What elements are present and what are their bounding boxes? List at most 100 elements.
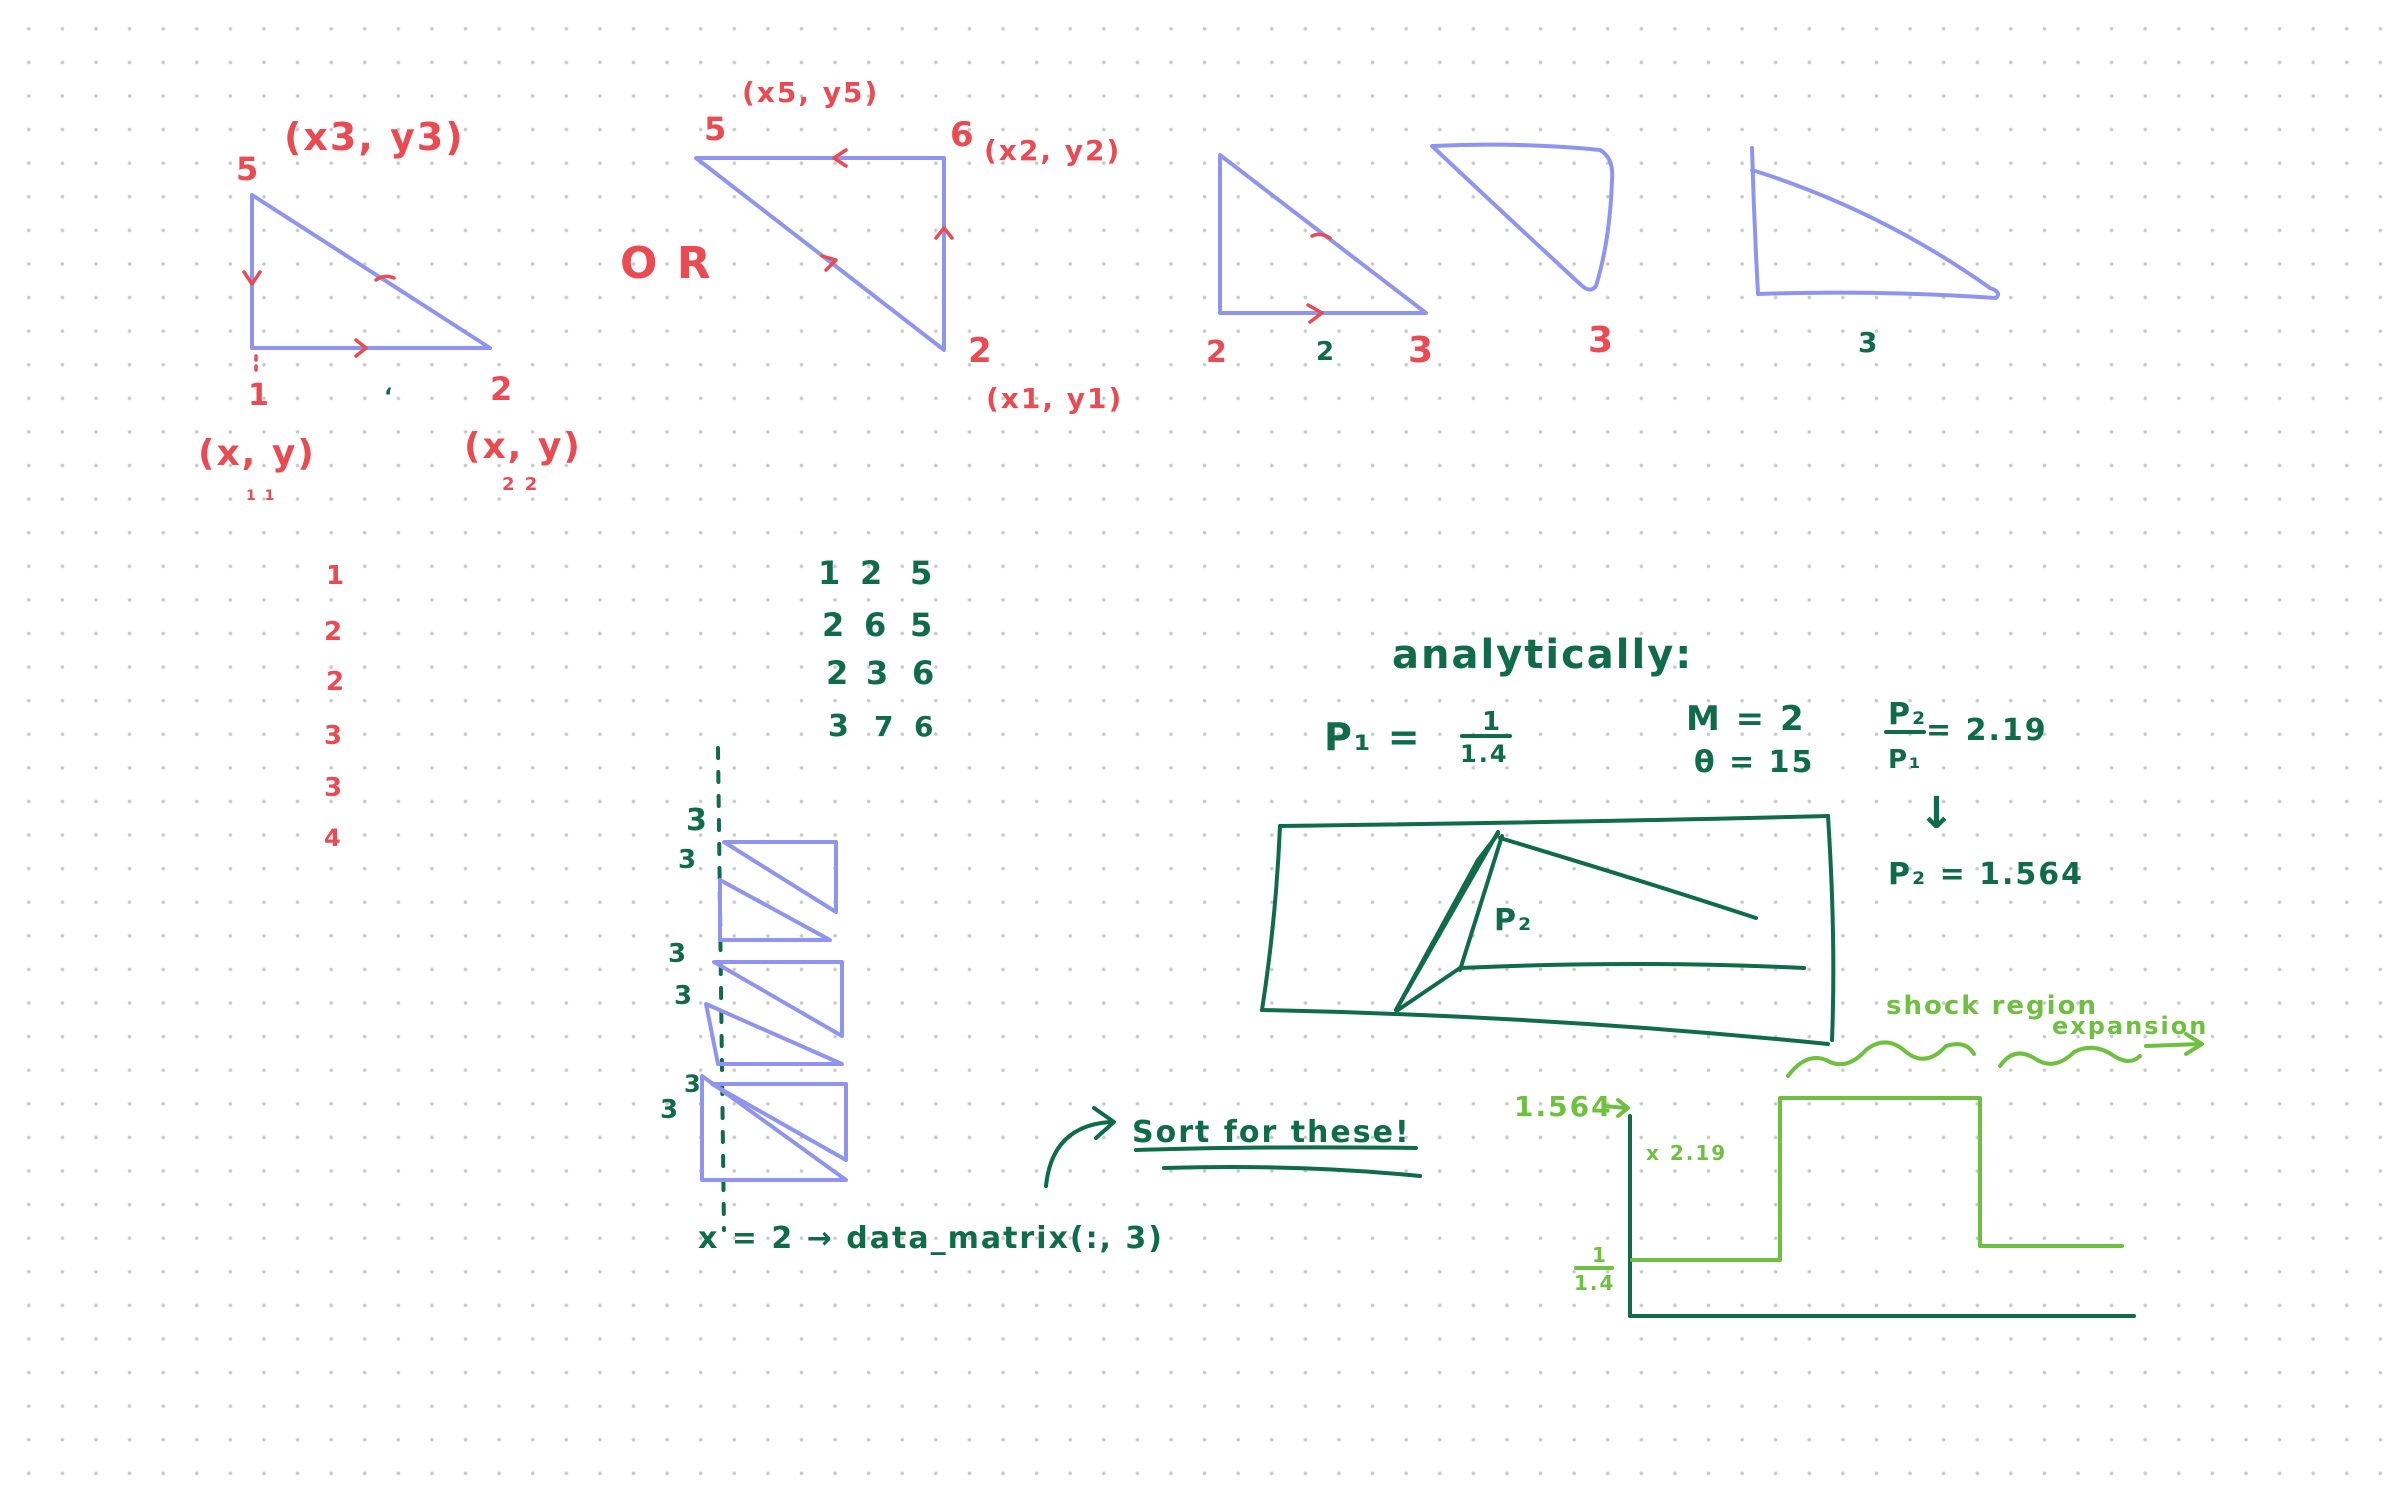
- expansion-label: expansion: [2052, 1012, 2208, 1040]
- p2-value: P₂ = 1.564: [1888, 857, 2084, 892]
- p1-denominator: 1.4: [1460, 740, 1509, 768]
- tri2-vertex-2: 2: [968, 331, 994, 371]
- shock-line: [1394, 832, 1500, 1012]
- multiplier-label: x 2.19: [1646, 1141, 1727, 1165]
- tri1-point-1-subscript: 1 1: [246, 488, 276, 504]
- y-label-low-den: 1.4: [1574, 1271, 1615, 1295]
- down-arrow-icon: ↓: [1918, 788, 1957, 839]
- tri2-vertex-5: 5: [704, 110, 728, 148]
- matrix-cell: 6: [914, 710, 935, 743]
- triangle-2-shape: [694, 156, 946, 352]
- triangle-4: 3: [1430, 142, 1615, 361]
- stack-triangle: [718, 878, 832, 942]
- sort-note: Sort for these!: [1044, 1106, 1422, 1188]
- tri1-vertex-5: 5: [236, 150, 260, 188]
- list-item: 2: [326, 667, 346, 697]
- stack-label: 3: [684, 1070, 703, 1098]
- tri1-vertex-2: 2: [490, 370, 514, 408]
- tri5-label-3: 3: [1858, 326, 1879, 359]
- stack-triangle: [712, 960, 844, 1038]
- matrix-cell: 5: [910, 554, 934, 592]
- arrow-right-icon: [354, 338, 368, 358]
- arrow-right-icon: [1306, 303, 1324, 324]
- stack-triangle: [704, 1002, 844, 1066]
- list-item: 3: [324, 721, 344, 751]
- triangle-1-shape: [250, 193, 492, 350]
- arrow-down-icon: [242, 270, 262, 286]
- curved-arrow-icon: [1044, 1120, 1112, 1188]
- theta-angle: θ = 15: [1694, 745, 1814, 780]
- tri4-label-3: 3: [1588, 320, 1615, 361]
- stack-triangle: [700, 1074, 848, 1182]
- list-item: 1: [326, 561, 346, 591]
- box-bottom: [1260, 1008, 1830, 1046]
- wall-line: [1396, 966, 1462, 1012]
- shock-region-label: shock region: [1886, 991, 2098, 1021]
- mach-number: M = 2: [1686, 699, 1806, 739]
- arrow-up-icon: [934, 226, 954, 240]
- arrow-up-left-icon: [1310, 232, 1332, 240]
- pressure-profile: [1630, 1096, 2124, 1262]
- arrow-up-left-icon: [374, 274, 396, 282]
- tri2-point-5: (x5, y5): [742, 76, 879, 109]
- shock-box: P₂: [1260, 814, 1836, 1046]
- matrix-cell: 2: [860, 554, 884, 592]
- stack-triangle: [722, 840, 838, 914]
- sort-note-text: Sort for these!: [1132, 1115, 1411, 1150]
- box-left: [1260, 824, 1282, 1012]
- flow-line: [1458, 962, 1806, 970]
- stack-label: 3: [668, 939, 688, 969]
- p1-numerator: 1: [1482, 707, 1502, 737]
- arrow-head-icon: [1092, 1106, 1116, 1140]
- arrow-left-icon: [832, 148, 848, 168]
- matrix-cell: 6: [912, 654, 936, 692]
- underline: [1134, 1145, 1418, 1152]
- tri1-vertex-1: 1: [248, 378, 271, 413]
- cut-line: [716, 746, 726, 1232]
- y-label-low-num: 1: [1592, 1243, 1608, 1267]
- list-item: 3: [324, 773, 344, 803]
- ratio-denominator: P₁: [1888, 745, 1922, 775]
- or-label: O R: [620, 238, 713, 289]
- expansion-squiggle: [1998, 1045, 2142, 1068]
- stack-label: 3: [678, 845, 698, 875]
- stack-label: 3: [660, 1095, 680, 1125]
- y-label-top: 1.564: [1514, 1090, 1613, 1123]
- triangle-4-shape: [1430, 142, 1615, 292]
- arrow-right-icon: [2144, 1032, 2204, 1056]
- tri1-point-1: (x, y): [198, 433, 316, 474]
- stack-label: 3: [686, 803, 709, 838]
- arrow-down-right-icon: [820, 254, 838, 272]
- ratio-numerator: P₂: [1888, 697, 1927, 732]
- box-p2-label: P₂: [1494, 903, 1533, 938]
- triangle-2: 5 (x5, y5) 6 (x2, y2) 2 (x1, y1): [694, 76, 1123, 415]
- underline: [1162, 1165, 1422, 1178]
- matrix-cell: 3: [866, 654, 890, 692]
- matrix-cell: 7: [874, 710, 895, 743]
- tri3-edge-2: 2: [1316, 337, 1336, 367]
- shock-line: [1458, 834, 1504, 972]
- matrix-cell: 2: [826, 654, 850, 692]
- ratio-value: = 2.19: [1926, 713, 2048, 748]
- x-equation: x = 2 → data_matrix(:, 3): [698, 1221, 1164, 1256]
- matrix-cell: 1: [818, 554, 842, 592]
- triangle-5: 3: [1750, 146, 2000, 359]
- triangle-3: 2 2 3: [1206, 153, 1433, 371]
- stack-triangle: [710, 1082, 848, 1162]
- list-item: 2: [324, 617, 344, 647]
- analytic-title: analytically:: [1392, 632, 1693, 678]
- triangle-1: 5 (x3, y3) 1 ʻ 2 (x, y) 1 1 (x, y) 2 2: [198, 115, 582, 504]
- graph-axes: [1628, 1114, 2136, 1318]
- shock-wave-squiggle: [1786, 1040, 1976, 1078]
- tri1-point-2-subscript: 2 2: [502, 474, 539, 495]
- vertex-list: 1 2 2 3 3 4: [324, 561, 346, 852]
- tri1-point-2: (x, y): [464, 426, 582, 467]
- stack-label: 3: [674, 981, 694, 1011]
- box-top: [1278, 814, 1830, 828]
- flow-line: [1498, 836, 1758, 920]
- arrow-right-icon: [1602, 1098, 1630, 1118]
- tri2-point-2: (x1, y1): [986, 382, 1123, 415]
- list-item: 4: [324, 824, 343, 852]
- triangle-stack: 3 3 3 3 3 3: [660, 746, 848, 1232]
